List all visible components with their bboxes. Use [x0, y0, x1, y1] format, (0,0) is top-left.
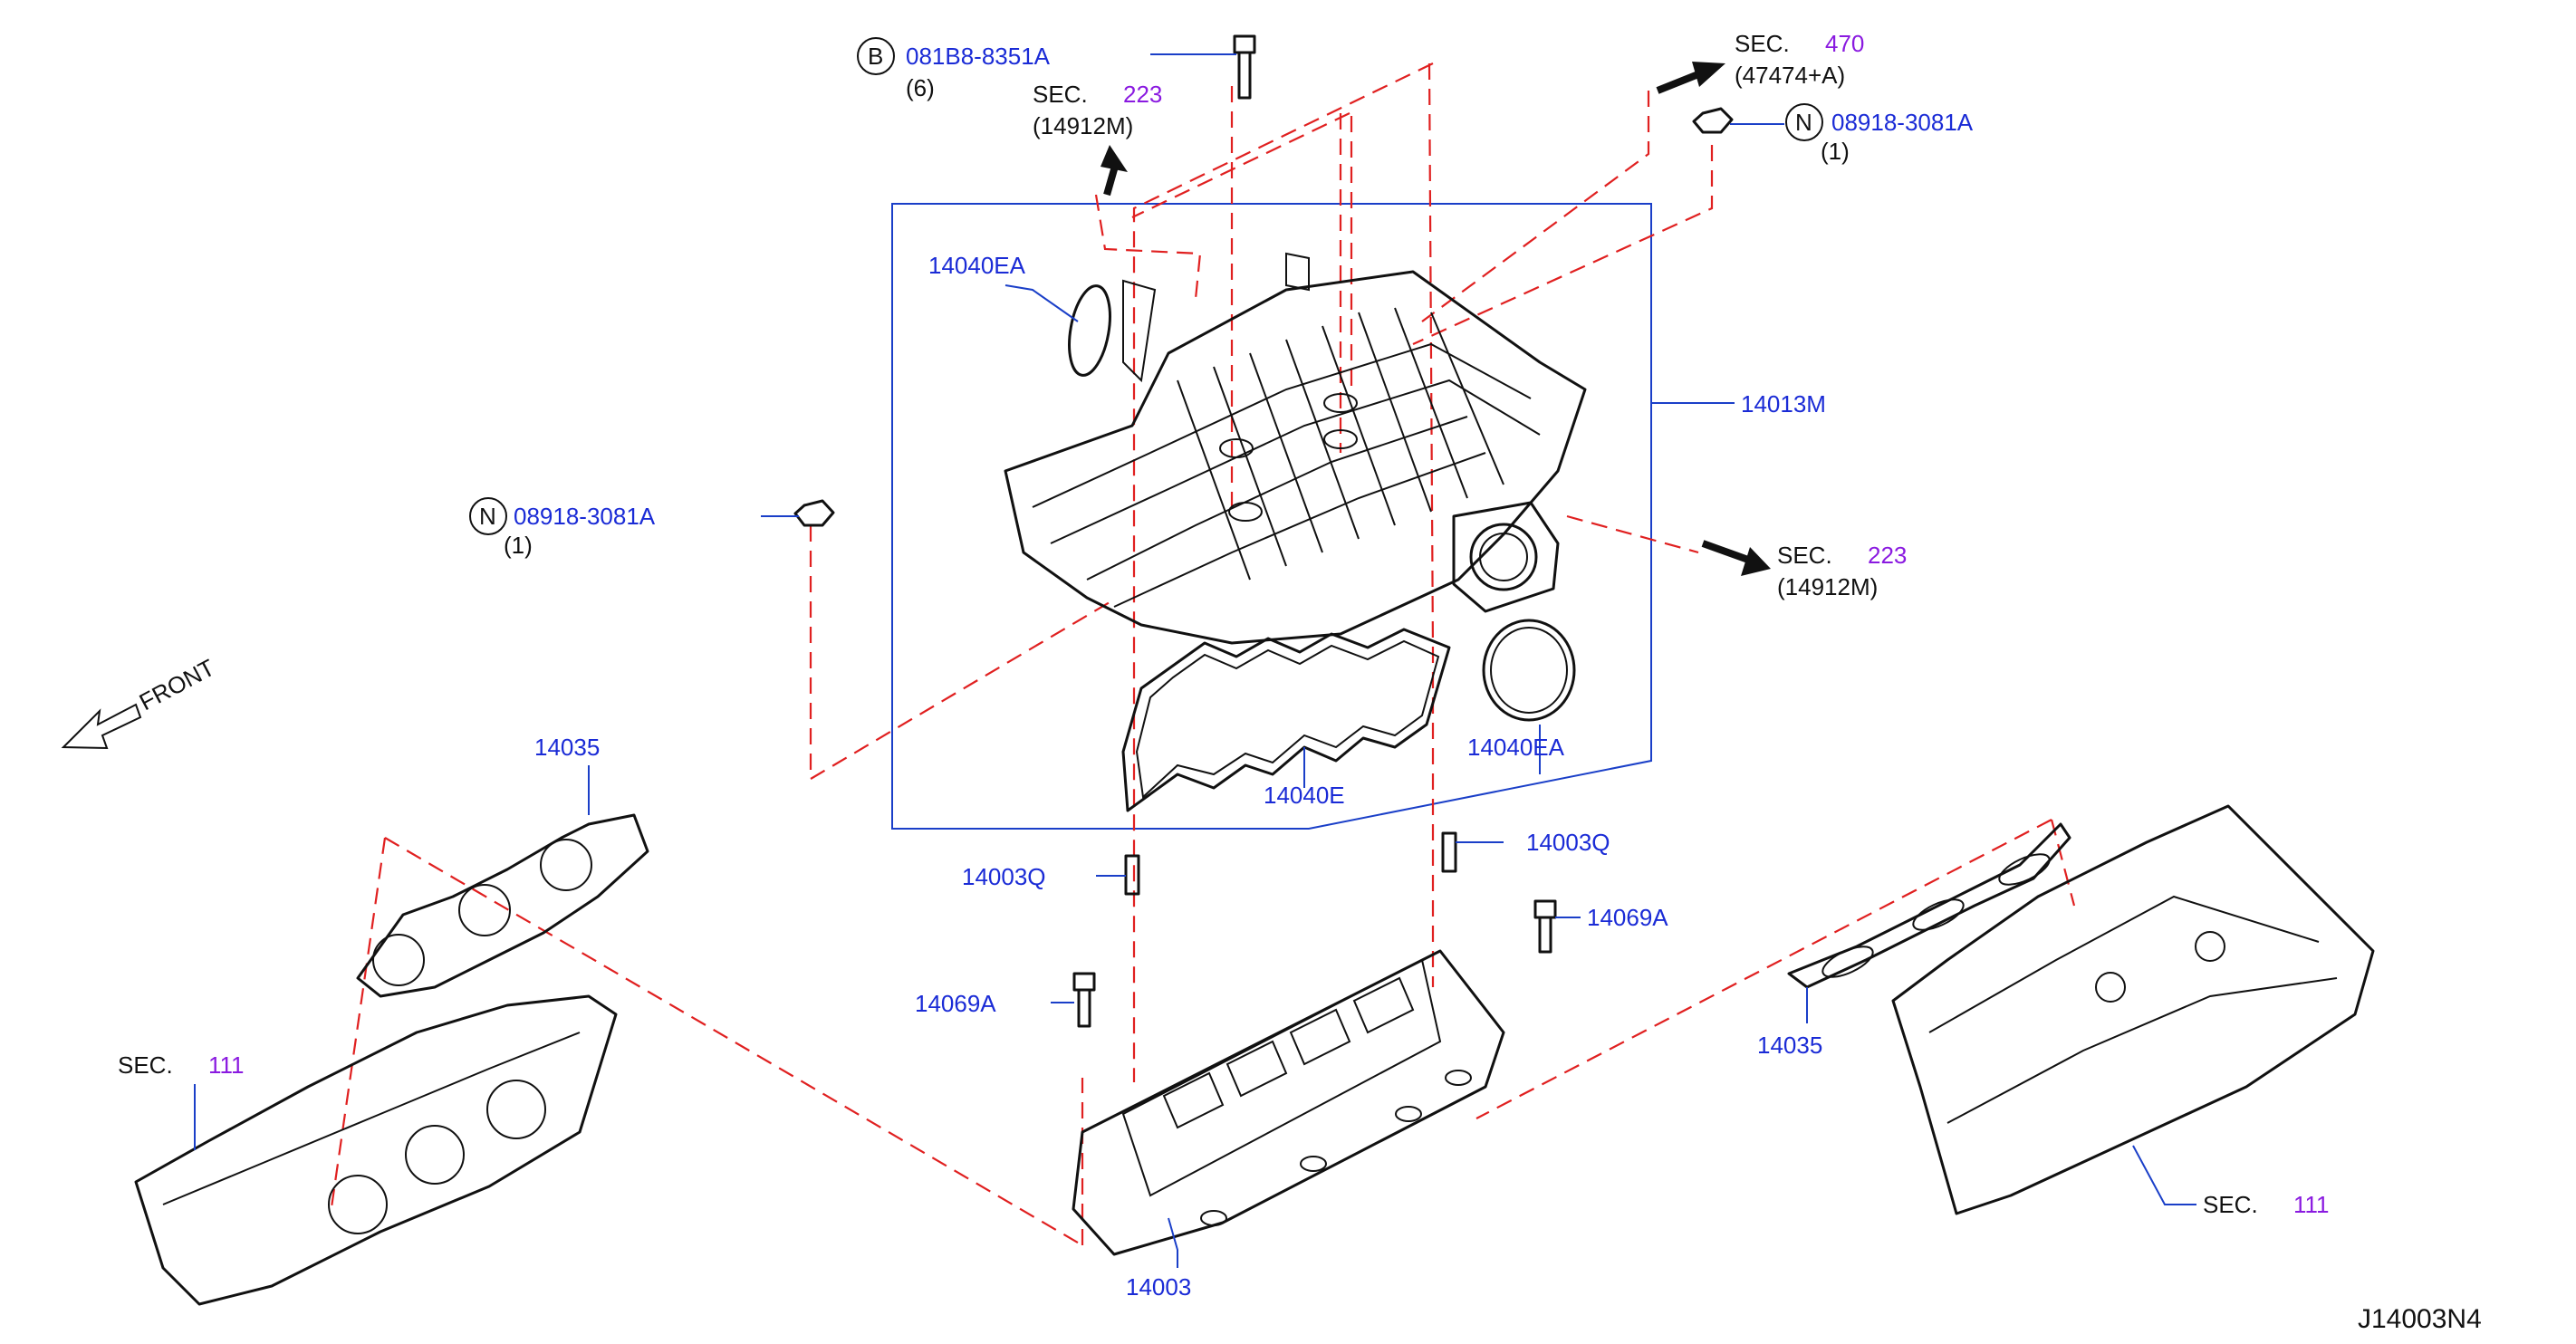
part-14035-right: 14035 — [1757, 1032, 1822, 1059]
symbol-n-top: N — [1795, 109, 1812, 136]
sec223-top-num: 223 — [1123, 81, 1162, 108]
runner-ports — [1162, 976, 1415, 1129]
collector-gasket — [1121, 628, 1451, 812]
stud-left — [1124, 854, 1140, 896]
part-14069a-left: 14069A — [915, 990, 996, 1017]
symbol-n-top-circle — [1785, 103, 1823, 141]
sec111-right-prefix: SEC. — [2203, 1191, 2258, 1218]
gasket-right — [1787, 822, 2071, 989]
part-14040ea-top: 14040EA — [928, 252, 1026, 279]
nut-top — [1692, 107, 1734, 134]
cylinder-head-right — [1891, 804, 2375, 1215]
nut-left — [793, 499, 835, 527]
symbol-b-circle — [857, 37, 895, 75]
front-arrow-icon — [61, 703, 142, 750]
bolt-top — [1233, 34, 1256, 100]
sec223-top-sub: (14912M) — [1033, 112, 1133, 139]
sec111-left-num: 111 — [208, 1051, 245, 1079]
qty-081b8-8351a: (6) — [906, 74, 935, 101]
part-14040e: 14040E — [1264, 782, 1345, 809]
bolt-14069a-right — [1533, 899, 1557, 954]
sec111-right-num: 111 — [2293, 1191, 2330, 1218]
collector-ribs — [1177, 307, 1504, 581]
part-14069a-right: 14069A — [1587, 904, 1668, 931]
symbol-b: B — [868, 43, 883, 70]
part-08918-3081a-left: 08918-3081A — [514, 503, 656, 530]
direction-arrow-sec470 — [1656, 62, 1725, 94]
part-14003q-left: 14003Q — [962, 863, 1046, 890]
qty-08918-3081a-top: (1) — [1821, 138, 1850, 165]
part-14040ea-bottom: 14040EA — [1467, 734, 1565, 761]
sec470-prefix: SEC. — [1735, 30, 1790, 57]
part-081b8-8351a: 081B8-8351A — [906, 43, 1051, 70]
direction-arrow-sec223-top — [1101, 145, 1128, 197]
part-08918-3081a-top: 08918-3081A — [1831, 109, 1974, 136]
upper-intake-manifold — [1004, 252, 1587, 645]
phantom-lines — [329, 62, 2076, 1246]
bolt-14069a-left — [1072, 972, 1096, 1028]
lower-intake-manifold — [1072, 949, 1505, 1256]
sec470-num: 470 — [1825, 30, 1864, 57]
symbol-n-left: N — [479, 503, 496, 530]
direction-arrow-sec223-right — [1701, 540, 1771, 576]
symbol-n-left-circle — [469, 497, 507, 535]
part-14003: 14003 — [1126, 1273, 1191, 1301]
sec223-top-prefix: SEC. — [1033, 81, 1088, 108]
part-14013m: 14013M — [1741, 390, 1826, 418]
sec470-sub: (47474+A) — [1735, 62, 1845, 89]
diagram-code: J14003N4 — [2358, 1304, 2482, 1334]
part-14035-left: 14035 — [534, 734, 600, 761]
sec223-right-sub: (14912M) — [1777, 573, 1878, 600]
o-ring-bottom — [1482, 619, 1576, 722]
stud-right — [1441, 831, 1457, 873]
assembly-group-box — [891, 203, 1652, 830]
sec223-right-prefix: SEC. — [1777, 542, 1832, 569]
leader-lines — [194, 53, 2196, 1268]
cylinder-head-left — [134, 994, 618, 1306]
gasket-left — [356, 813, 649, 998]
sec223-right-num: 223 — [1868, 542, 1907, 569]
sec111-left-prefix: SEC. — [118, 1051, 173, 1079]
front-label: FRONT — [135, 654, 219, 716]
part-14003q-right: 14003Q — [1526, 829, 1610, 856]
o-ring-top — [1068, 284, 1111, 377]
qty-08918-3081a-left: (1) — [504, 532, 533, 559]
